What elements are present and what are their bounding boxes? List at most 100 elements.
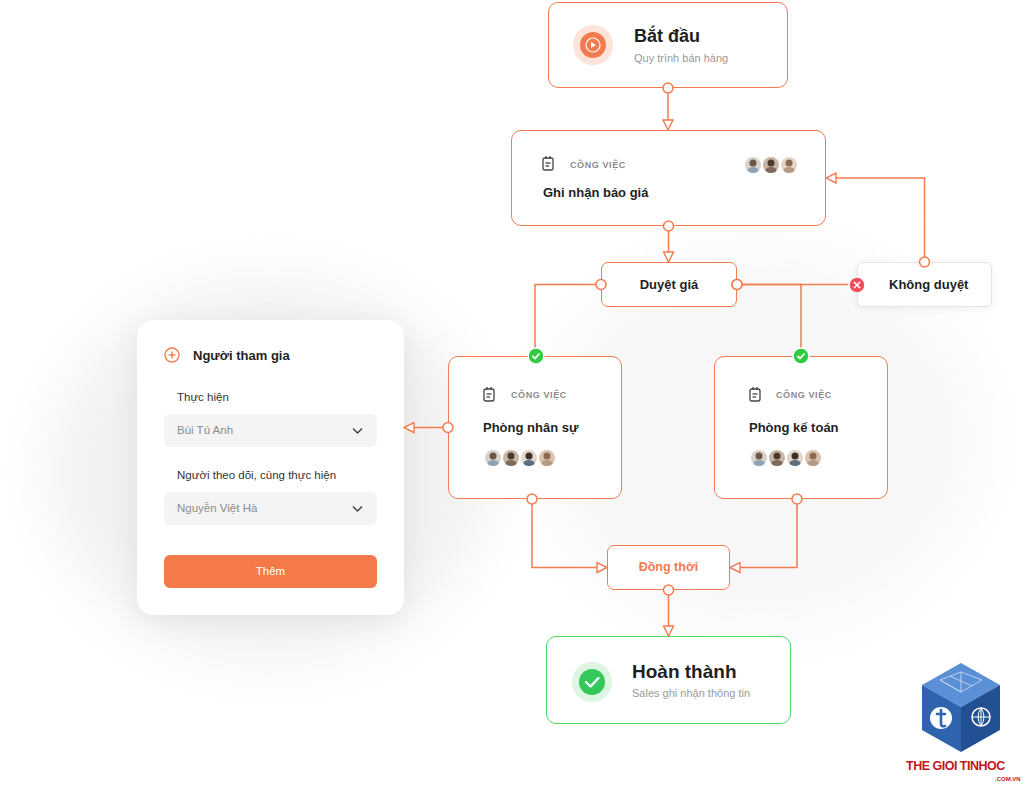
start-box: Bắt đầuQuy trình bán hàng <box>548 2 788 88</box>
check-icon <box>586 678 599 687</box>
avatar-head <box>786 160 793 167</box>
merge-label: Đồng thời <box>608 560 729 575</box>
avatar-photo <box>804 449 822 467</box>
calendar-icon <box>753 396 757 397</box>
logo-globe <box>972 708 990 726</box>
avatar-body <box>748 167 759 173</box>
connector-port <box>920 257 930 267</box>
approve-badge <box>533 354 540 359</box>
dropdown-field: Nguyễn Việt Hà <box>164 492 377 525</box>
connector-group <box>663 83 673 130</box>
avatar-photo <box>750 449 768 467</box>
watermark-text: .COM.VN <box>995 776 1021 783</box>
connector-port <box>596 280 606 290</box>
calendar-icon <box>487 393 492 394</box>
play-icon <box>580 32 606 58</box>
connector-group <box>664 585 674 636</box>
avatar-head <box>792 453 799 460</box>
connector-port <box>663 83 673 93</box>
avatar-body <box>506 460 517 466</box>
reject-box: Không duyệt <box>857 262 992 307</box>
connector-port <box>732 280 742 290</box>
plus-icon <box>171 352 172 359</box>
node-subtitle: Sales ghi nhận thông tin <box>632 687 750 700</box>
check-icon <box>579 669 605 695</box>
connector-port <box>732 280 742 290</box>
avatar-head <box>490 453 497 460</box>
avatar-head <box>750 160 757 167</box>
connector-group <box>664 221 674 262</box>
avatar-body <box>524 460 535 466</box>
dropdown-field: Bùi Tú Anh <box>164 414 377 447</box>
dropdown-value: Nguyễn Việt Hà <box>177 502 257 516</box>
calendar-icon <box>484 156 760 401</box>
participant-panel: Người tham giaThực hiệnNgười theo dõi, c… <box>137 320 404 615</box>
task-tag: CÔNG VIỆC <box>776 390 832 401</box>
flow-connector <box>737 285 801 357</box>
flow-connector <box>668 226 670 262</box>
avatar-body <box>488 460 499 466</box>
connector-port <box>664 221 674 231</box>
task-box: CÔNG VIỆCGhi nhận báo giá <box>511 130 826 226</box>
watermark-text: THE GIOI TINHOC <box>906 759 1005 774</box>
avatar-head <box>756 453 763 460</box>
play-icon-triangle <box>591 42 596 48</box>
logo-letter-shape <box>937 710 945 726</box>
icon-halo <box>572 662 612 702</box>
avatar-body <box>542 460 553 466</box>
calendar-icon <box>750 389 760 401</box>
calendar-icon <box>543 158 553 170</box>
node-title: Bắt đầu <box>634 26 700 48</box>
connector-port <box>664 585 674 595</box>
flow-connector <box>532 499 607 568</box>
avatar-body <box>766 167 777 173</box>
task-tag: CÔNG VIỆC <box>570 160 626 171</box>
calendar-icon <box>549 156 550 159</box>
approve-badge <box>528 348 544 364</box>
task-box: CÔNG VIỆCPhòng kế toán <box>714 356 888 499</box>
plus-icon <box>165 348 179 362</box>
icon-halo <box>573 25 613 65</box>
flow-connector <box>668 590 670 636</box>
plus-icon <box>169 354 176 355</box>
end-box: Hoàn thànhSales ghi nhận thông tin <box>546 636 791 724</box>
flow-connector <box>535 285 601 357</box>
field-label: Thực hiện <box>177 391 229 405</box>
logo-cube-right <box>961 685 1000 752</box>
avatar-body <box>784 167 795 173</box>
chevron-icon <box>353 507 362 512</box>
reject-badge <box>849 277 865 293</box>
node-subtitle: Quy trình bán hàng <box>634 52 728 65</box>
avatar-head <box>774 453 781 460</box>
decision-box: Duyệt giá <box>601 262 737 307</box>
approve-badge <box>798 354 805 359</box>
calendar-icon <box>546 162 551 163</box>
flow-connector <box>826 178 925 262</box>
avatar-head <box>544 453 551 460</box>
logo-cube-left <box>922 685 961 752</box>
calendar-icon <box>756 387 757 390</box>
calendar-icon <box>752 387 753 390</box>
logo-network <box>940 672 982 692</box>
decision-label: Duyệt giá <box>602 277 736 293</box>
calendar-icon <box>487 396 491 397</box>
avatar-head <box>526 453 533 460</box>
calendar-icon <box>753 393 758 394</box>
connector-group <box>404 423 453 433</box>
avatar-photo <box>762 156 780 174</box>
avatar-photo <box>520 449 538 467</box>
add-button: Thêm <box>164 555 377 588</box>
avatar-head <box>508 453 515 460</box>
merge-box: Đồng thời <box>607 545 730 590</box>
connector-group <box>730 494 802 568</box>
avatar-body <box>790 460 801 466</box>
task-tag: CÔNG VIỆC <box>511 390 567 401</box>
avatar-photo <box>502 449 520 467</box>
chevron-icon <box>353 429 362 434</box>
calendar-icon <box>484 389 494 401</box>
avatar-photo <box>786 449 804 467</box>
